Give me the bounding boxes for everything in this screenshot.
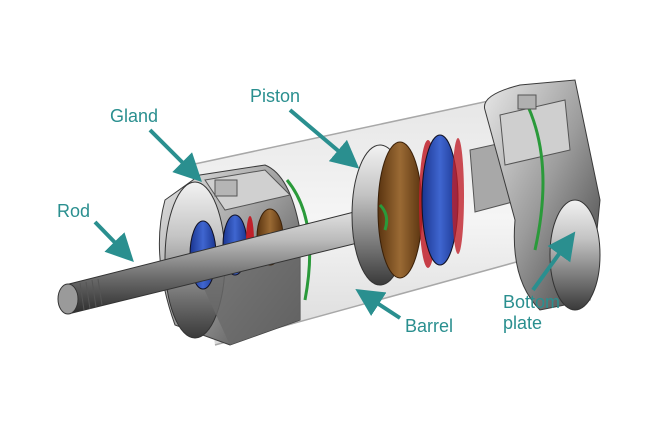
rod-pointer: [93, 220, 134, 263]
bottom-plate-pointer: [531, 231, 576, 292]
label-rod: Rod: [57, 201, 91, 221]
label-bottom-plate-line2: plate: [503, 313, 543, 333]
piston-assembly: [351, 134, 521, 286]
label-bottom-plate-line1: Bottom: [503, 292, 561, 312]
gland-pointer: [148, 128, 202, 182]
label-pointers: [93, 108, 576, 320]
label-barrel: Barrel: [405, 316, 454, 336]
piston-pointer: [288, 108, 360, 169]
label-gland: Gland: [110, 106, 159, 126]
label-piston: Piston: [250, 86, 301, 106]
barrel-pointer: [355, 288, 402, 320]
piston-rod: [57, 207, 379, 315]
label-bottom-plate: Bottom plate: [503, 292, 560, 334]
